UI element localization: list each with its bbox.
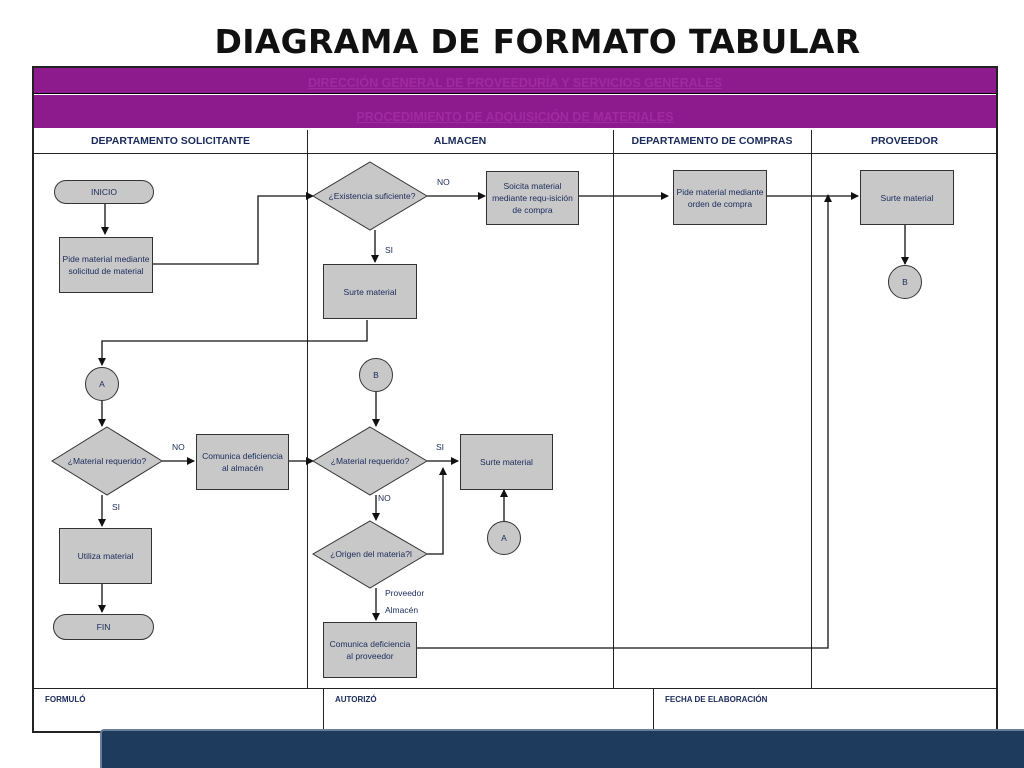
lane-header-divider (34, 153, 996, 154)
decision-origen-label: ¿Origen del materia?l (330, 549, 412, 559)
footer-fecha: FECHA DE ELABORACIÓN (665, 695, 768, 704)
edge-label-si-material-1: SI (112, 502, 121, 512)
start-inicio: INICIO (54, 180, 154, 204)
decision-material-requerido-2 (312, 426, 428, 496)
process-utiliza-material: Utiliza material (59, 528, 152, 584)
end-fin: FIN (53, 614, 154, 640)
footer-autorizo: AUTORIZÓ (335, 695, 377, 704)
lane-header-solicitante: DEPARTAMENTO SOLICITANTE (90, 135, 251, 147)
process-pide-solicitud: Pide material mediante solicitud de mate… (59, 237, 153, 293)
connector-b: B (359, 358, 393, 392)
process-surte-material-2: Surte material (460, 434, 553, 490)
decision-existencia-label: ¿Existencia suficiente? (328, 191, 416, 201)
process-pide-orden: Pide material mediante orden de compra (673, 170, 767, 225)
arrow-surte-a (98, 320, 368, 366)
arrow-comunica-proveedor (417, 194, 832, 649)
connector-b-proveedor: B (888, 265, 922, 299)
lane-header-almacen: ALMACEN (433, 135, 487, 147)
decision-existencia (312, 161, 428, 231)
lane-divider-1 (307, 130, 308, 688)
footer-formulo: FORMULÓ (45, 695, 86, 704)
header-band-direccion: DIRECCIÓN GENERAL DE PROVEEDURÍA Y SERVI… (34, 68, 996, 94)
process-comunica-proveedor: Comunica deficiencia al proveedor (323, 622, 417, 678)
arrow-pide-existencia (153, 192, 314, 265)
arrow-origen-surte (427, 467, 447, 555)
edge-label-si-existencia: SI (385, 245, 394, 255)
process-comunica-almacen: Comunica deficiencia al almacén (196, 434, 289, 490)
footer-divider-2 (653, 688, 654, 732)
edge-label-almacen: Almacén (385, 605, 419, 615)
lane-header-compras: DEPARTAMENTO DE COMPRAS (631, 135, 793, 147)
edge-label-no-material-2: NO (378, 493, 391, 503)
page-title: DIAGRAMA DE FORMATO TABULAR (214, 22, 861, 61)
edge-label-si-material-2: SI (436, 442, 445, 452)
edge-label-proveedor: Proveedor (385, 588, 425, 598)
footer-divider (34, 688, 996, 689)
lane-header-proveedor: PROVEEDOR (870, 135, 939, 147)
footer-divider-1 (323, 688, 324, 732)
process-surte-proveedor: Surte material (860, 170, 954, 225)
lane-divider-3 (811, 130, 812, 688)
header-band-procedimiento: PROCEDIMIENTO DE ADQUISICIÓN DE MATERIAL… (34, 95, 996, 128)
slide-bottom-bar (100, 729, 1024, 768)
decision-material-requerido-1 (51, 426, 163, 496)
decision-material-requerido-2-label: ¿Material requerido? (330, 456, 410, 466)
process-surte-almacen: Surte material (323, 264, 417, 319)
process-solicita-requisicion: Soicita material mediante requ-isición d… (486, 171, 579, 225)
edge-label-no-material-1: NO (172, 442, 185, 452)
connector-a-2: A (487, 521, 521, 555)
lane-divider-2 (613, 130, 614, 688)
edge-label-no-existencia: NO (437, 177, 450, 187)
decision-material-requerido-1-label: ¿Material requerido? (67, 456, 147, 466)
decision-origen (312, 520, 428, 589)
connector-a: A (85, 367, 119, 401)
